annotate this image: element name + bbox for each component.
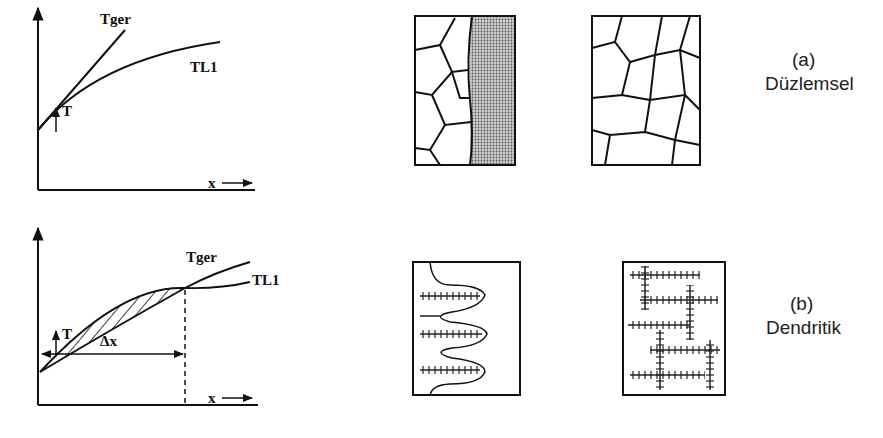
axis-label: T (62, 104, 72, 119)
curve-label: Tger (186, 250, 217, 265)
case-label: Dendritik (766, 318, 841, 337)
dimension-label: Δx (100, 334, 117, 349)
axis-label: x (208, 176, 216, 191)
case-label: Düzlemsel (765, 74, 854, 93)
curve-label: TL1 (252, 273, 280, 288)
case-label: (a) (792, 50, 815, 69)
case-label: (b) (790, 294, 813, 313)
curve-label: Tger (100, 12, 131, 27)
axis-label: x (208, 391, 216, 406)
curve-label: TL1 (190, 60, 218, 75)
axis-label: T (62, 327, 72, 342)
